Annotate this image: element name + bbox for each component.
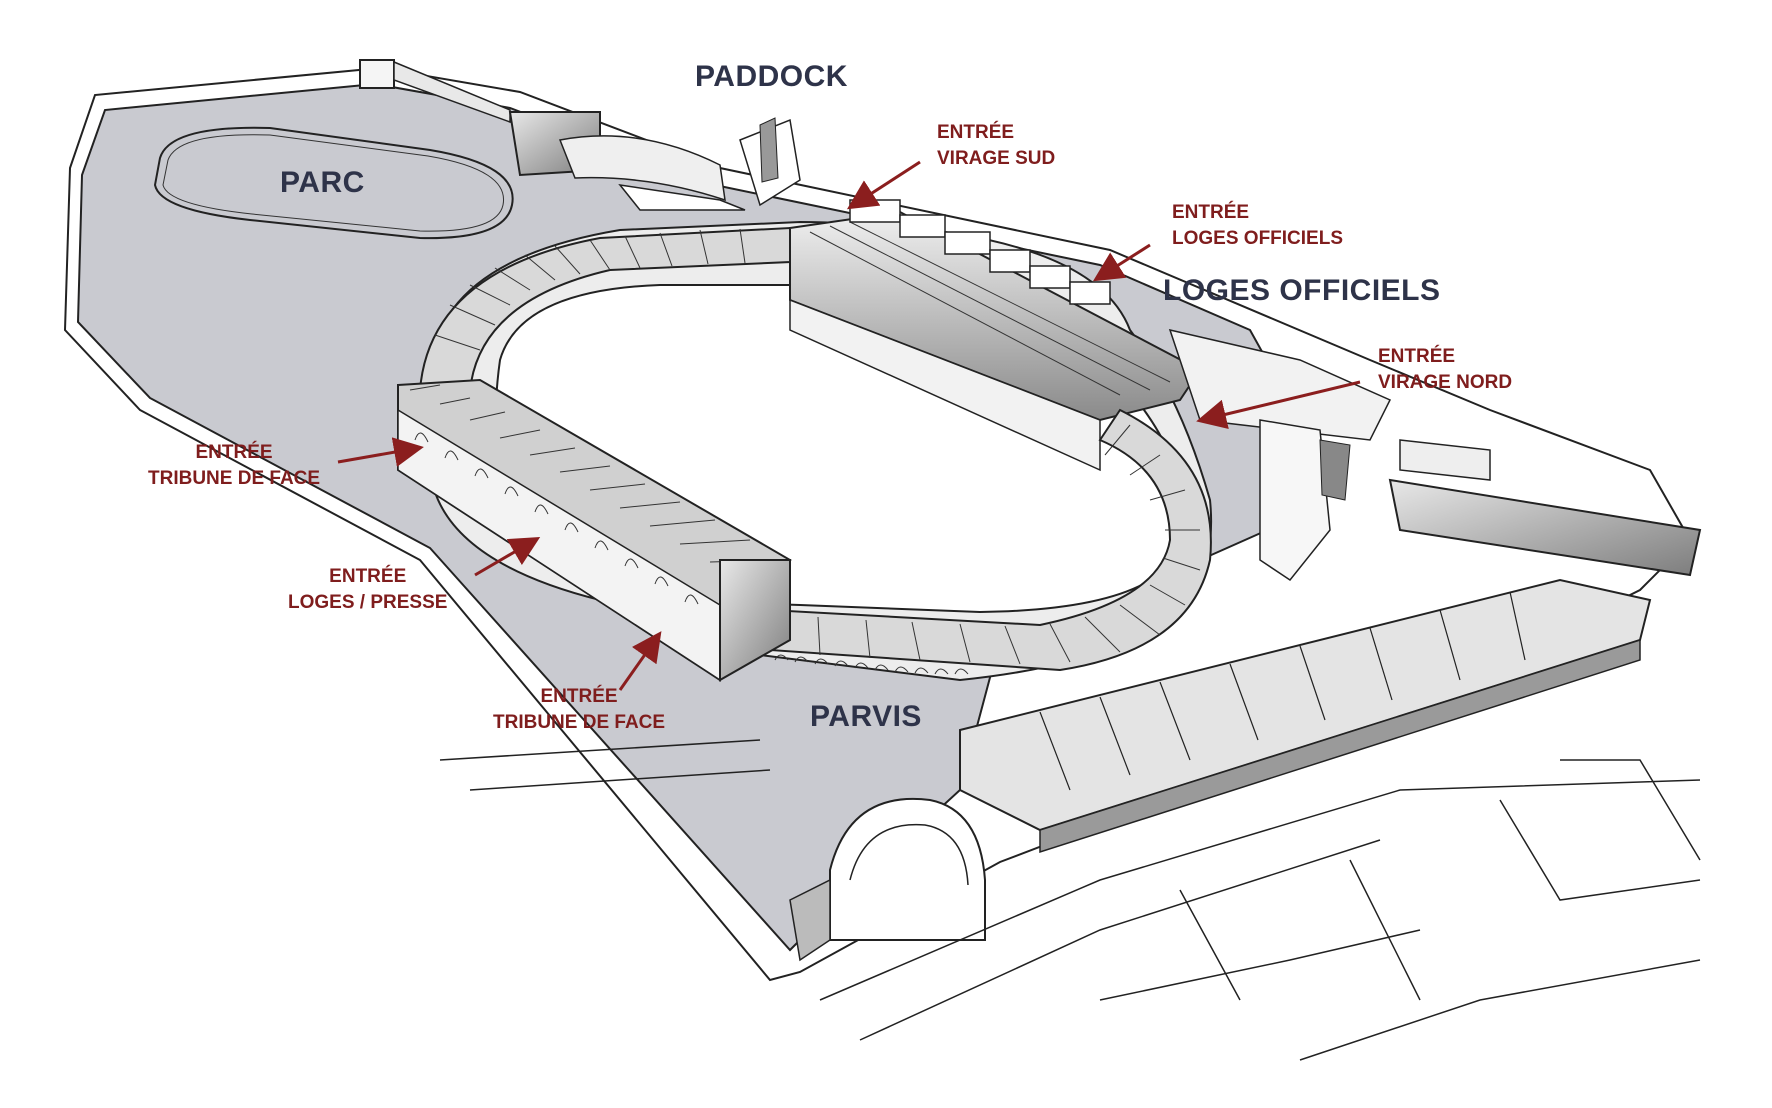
north-gatehouse [359, 59, 395, 89]
street-line [439, 739, 761, 761]
entry-label-virage-nord: ENTRÉE VIRAGE NORD [1378, 344, 1512, 396]
entry-label-line: ENTRÉE [1378, 346, 1456, 367]
entry-label-line: ENTRÉE [937, 122, 1015, 143]
virage-nord-stand [769, 408, 1212, 672]
arrow-loges-officiels [1092, 243, 1151, 282]
arrow-virage-nord [1196, 380, 1361, 429]
zone-label-parvis: PARVIS [810, 700, 922, 733]
arrow-tribune-face-1 [337, 437, 424, 467]
entry-label-line: VIRAGE SUD [937, 148, 1056, 169]
entry-label-virage-sud: ENTRÉE VIRAGE SUD [937, 120, 1055, 172]
entry-label-tribune-de-face-1: ENTRÉE TRIBUNE DE FACE [148, 440, 320, 492]
east-annex [1388, 478, 1702, 577]
entry-label-line: ENTRÉE [329, 566, 407, 587]
entry-label-loges-presse: ENTRÉE LOGES / PRESSE [288, 564, 447, 616]
zone-label-loges-officiels: LOGES OFFICIELS [1163, 274, 1441, 307]
entry-label-loges-officiels: ENTRÉE LOGES OFFICIELS [1172, 200, 1343, 252]
entry-label-tribune-de-face-2: ENTRÉE TRIBUNE DE FACE [493, 684, 665, 736]
entry-label-line: LOGES OFFICIELS [1172, 228, 1344, 249]
arrow-tribune-face-2 [618, 631, 662, 691]
entry-label-line: TRIBUNE DE FACE [493, 712, 666, 733]
arrow-virage-sud [846, 160, 921, 210]
entry-label-line: VIRAGE NORD [1378, 372, 1513, 393]
arrow-loges-presse [474, 536, 541, 577]
entry-label-line: ENTRÉE [195, 442, 273, 463]
zone-label-parc: PARC [280, 166, 365, 199]
entry-label-line: LOGES / PRESSE [288, 592, 448, 613]
entry-label-line: ENTRÉE [1172, 202, 1250, 223]
entry-label-line: TRIBUNE DE FACE [148, 468, 321, 489]
zone-label-paddock: PADDOCK [695, 60, 848, 93]
entry-label-line: ENTRÉE [540, 686, 618, 707]
